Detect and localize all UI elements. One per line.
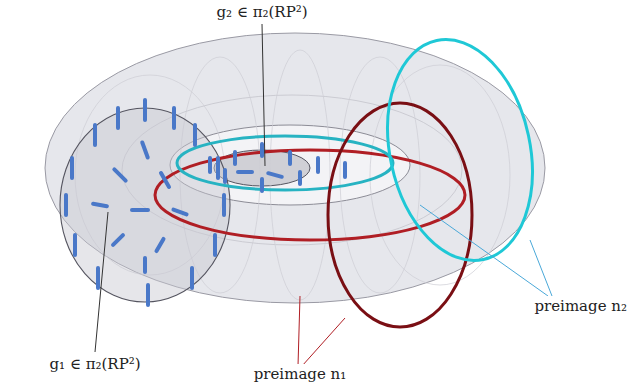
director-rod [288, 152, 292, 164]
director-rod [64, 195, 68, 215]
preimage-loop-darkred [328, 103, 472, 327]
cross-section [60, 108, 230, 302]
director-rod [142, 142, 147, 157]
director-rod [161, 173, 169, 187]
director-rod [238, 170, 252, 174]
director-rod [143, 100, 147, 120]
leader-line [420, 205, 548, 296]
director-rod [343, 163, 347, 177]
director-rod [93, 204, 107, 206]
director-rod [172, 108, 176, 128]
leader-line [530, 240, 552, 296]
director-rod [222, 195, 226, 215]
director-rod [93, 125, 97, 145]
homotopy-label: g₁ ∈ π₂(RP²) [46, 354, 143, 374]
leader-line [302, 318, 345, 366]
director-rod [260, 179, 264, 191]
preimage-loop-cyan [368, 26, 552, 274]
torus-outer [45, 33, 545, 303]
director-rod [216, 158, 220, 178]
homotopy-label: g₂ ∈ π₂(RP²) [213, 2, 310, 22]
preimage-label: preimage n₁ [251, 364, 350, 384]
director-rod [70, 158, 74, 178]
preimage-label: preimage n₂ [531, 296, 630, 316]
director-rod [223, 170, 227, 182]
director-rod [213, 235, 217, 255]
leader-line [262, 24, 265, 166]
director-rod [113, 235, 123, 245]
director-rod [173, 210, 186, 215]
director-rod [193, 125, 197, 145]
director-rod [114, 169, 125, 180]
director-rod [116, 108, 120, 128]
director-rod [143, 258, 147, 272]
director-rod [260, 144, 264, 156]
director-rod [190, 268, 194, 288]
leader-line [298, 296, 300, 366]
director-rod [233, 152, 237, 164]
director-rod [316, 158, 320, 172]
director-rod [157, 239, 164, 251]
director-rod [268, 173, 282, 177]
director-rod [208, 158, 212, 172]
leader-line [95, 212, 108, 352]
director-rod [96, 268, 100, 288]
director-rod [73, 235, 77, 255]
torus [45, 33, 545, 303]
director-rod [298, 172, 302, 184]
director-rod [146, 285, 150, 305]
director-rod [132, 208, 148, 212]
preimage-loop-cyan [177, 136, 393, 190]
